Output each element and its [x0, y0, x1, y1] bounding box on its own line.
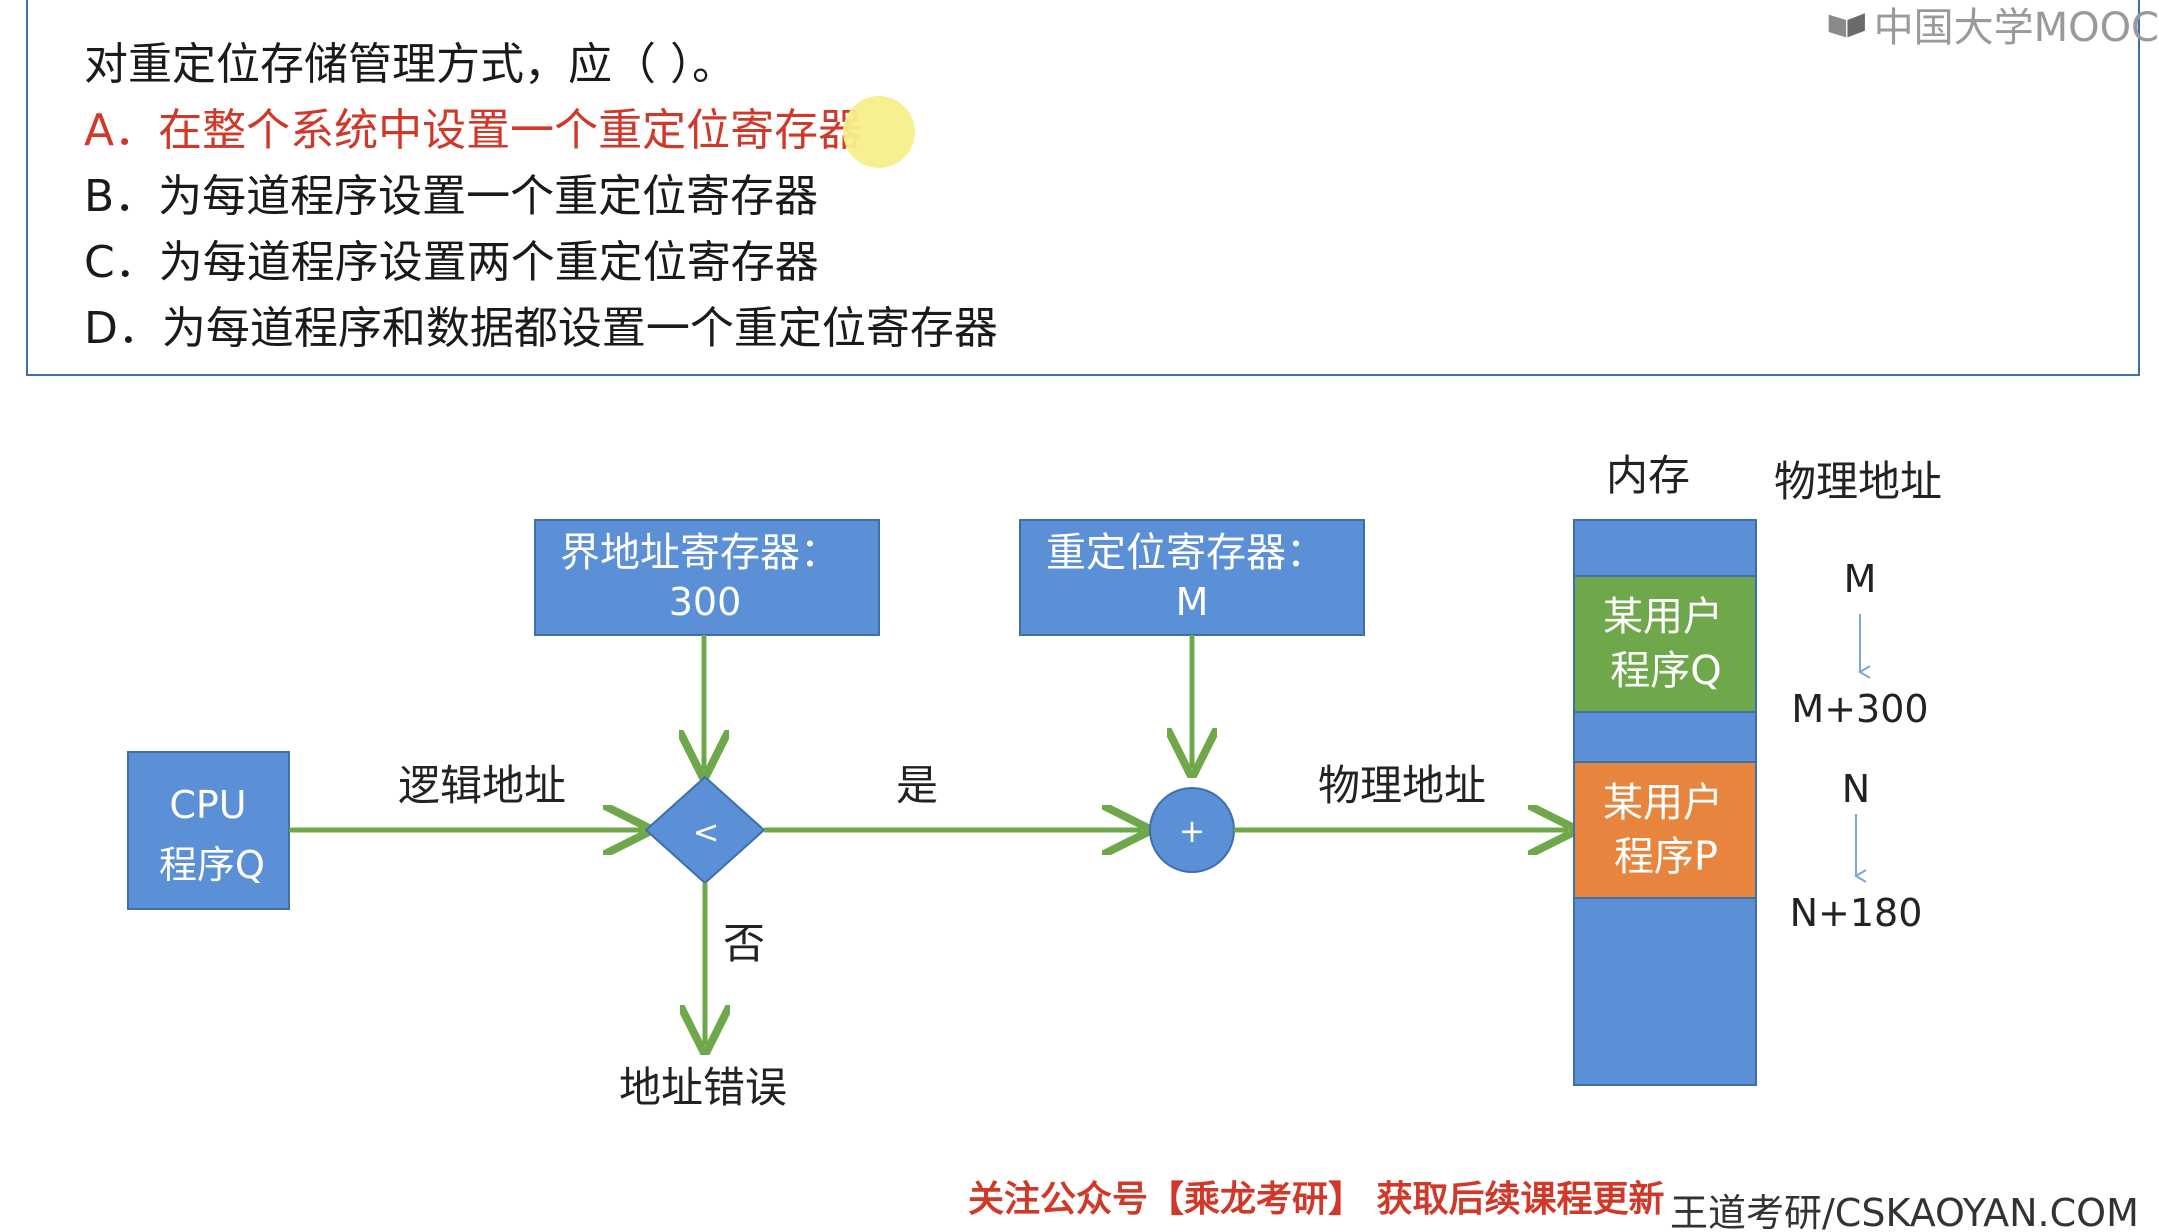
program-q-block [1573, 575, 1757, 713]
cpu-label-2: 程序Q [159, 843, 265, 887]
physical-address-header: 物理地址 [1774, 457, 1942, 506]
program-p-label-1: 某用户 [1603, 780, 1723, 826]
option-d[interactable]: D．为每道程序和数据都设置一个重定位寄存器 [84, 303, 998, 354]
option-b[interactable]: B．为每道程序设置一个重定位寄存器 [84, 171, 819, 222]
bound-register-value: 300 [669, 580, 742, 624]
addr-m300-label: M+300 [1791, 687, 1928, 731]
option-c[interactable]: C．为每道程序设置两个重定位寄存器 [84, 237, 819, 288]
cpu-box: CPU 程序Q [127, 751, 290, 910]
bound-register-label: 界地址寄存器： [560, 530, 840, 576]
question-stem: 对重定位存储管理方式，应（ ）。 [84, 39, 736, 90]
mooc-logo-text: 中国大学MOOC [1873, 5, 2159, 51]
book-icon [1828, 13, 1865, 38]
no-label: 否 [723, 919, 765, 968]
addr-m-label: M [1844, 557, 1877, 601]
cpu-label-1: CPU [169, 783, 246, 827]
adder-circle: + [1149, 787, 1235, 873]
memory-header: 内存 [1606, 451, 1690, 500]
program-q-label-1: 某用户 [1603, 594, 1723, 640]
relocation-register-value: M [1176, 580, 1209, 624]
compare-diamond: < [644, 775, 766, 885]
addr-n180-label: N+180 [1790, 891, 1923, 935]
addr-n-label: N [1842, 767, 1870, 811]
relocation-register-box: 重定位寄存器： M [1019, 519, 1365, 636]
footer-promo: 关注公众号【乘龙考研】 获取后续课程更新 [968, 1179, 1665, 1220]
question-box: 对重定位存储管理方式，应（ ）。 A．在整个系统中设置一个重定位寄存器 B．为每… [26, 0, 2140, 376]
adder-symbol: + [1179, 812, 1206, 850]
compare-symbol: < [693, 813, 720, 851]
program-q-label-2: 程序Q [1610, 648, 1721, 694]
cursor-highlight [843, 96, 915, 168]
option-a[interactable]: A．在整个系统中设置一个重定位寄存器 [84, 105, 863, 156]
footer-site: 王道考研/CSKAOYAN.COM [1670, 1191, 2139, 1232]
address-error-label: 地址错误 [619, 1063, 787, 1112]
relocation-register-label: 重定位寄存器： [1046, 530, 1326, 576]
program-p-block [1573, 761, 1757, 899]
memory-column: 某用户 程序Q 某用户 程序P [1573, 519, 1757, 1086]
mooc-logo: 中国大学MOOC [1826, 0, 2159, 51]
physical-address-label: 物理地址 [1318, 761, 1486, 810]
bound-register-box: 界地址寄存器： 300 [534, 519, 880, 636]
yes-label: 是 [896, 761, 938, 810]
program-p-label-2: 程序P [1614, 834, 1718, 880]
logical-address-label: 逻辑地址 [398, 761, 566, 810]
